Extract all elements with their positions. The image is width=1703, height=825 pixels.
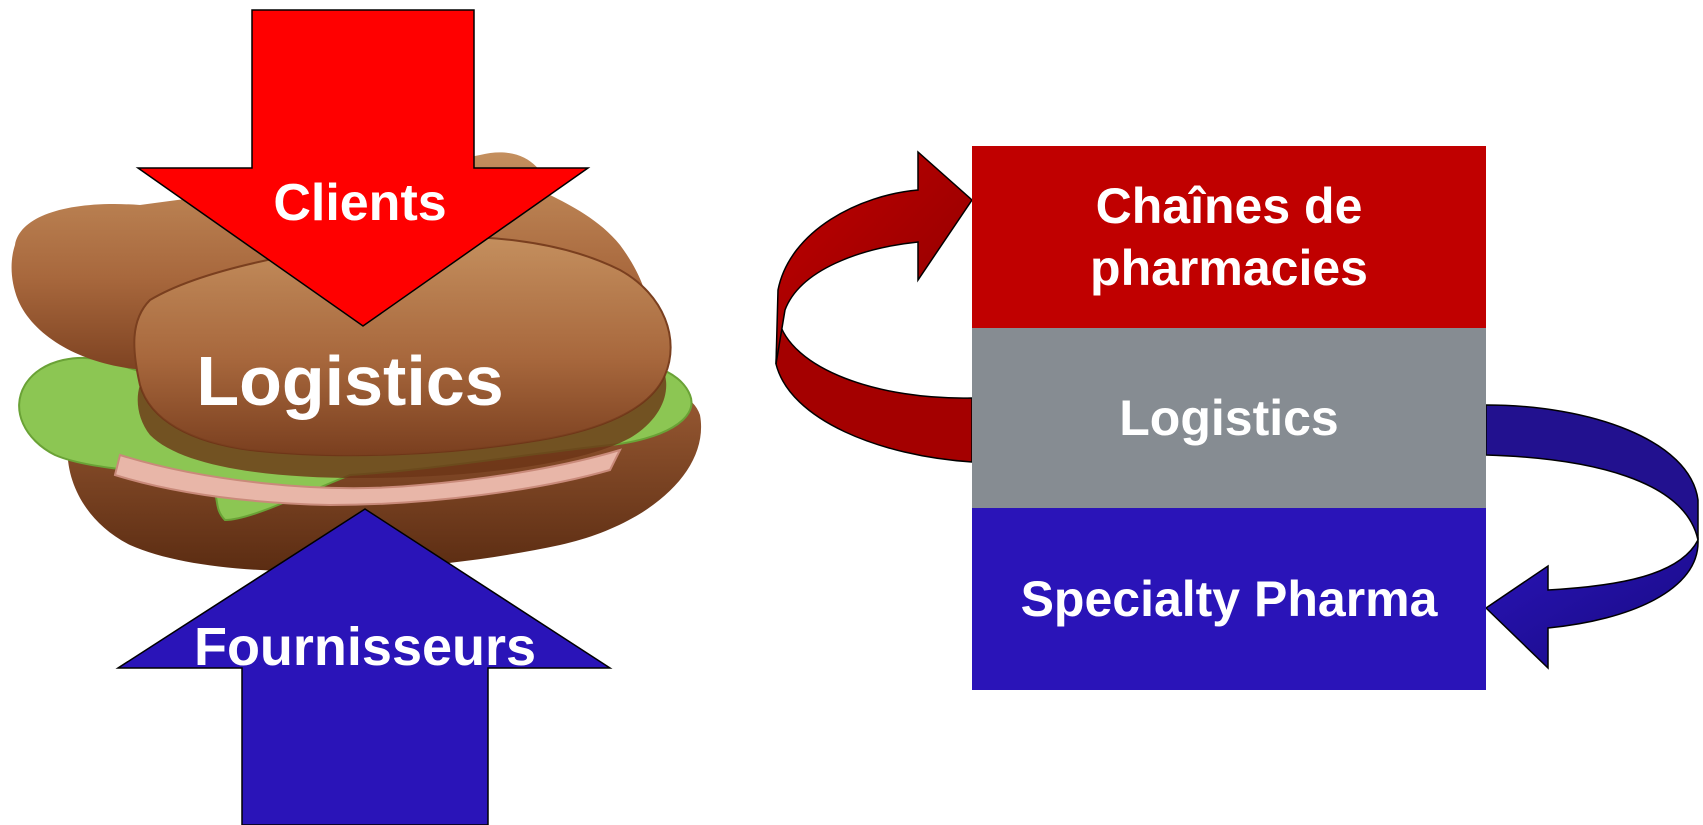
blue-loop-band — [1485, 404, 1699, 541]
curved-loop-arrow-red — [775, 150, 973, 463]
red-loop-top — [775, 150, 973, 365]
curved-loop-arrow-blue — [1484, 404, 1699, 670]
blue-loop-bottom — [1484, 537, 1699, 670]
pharmacy-chains-label-line1: Chaînes de — [1095, 178, 1363, 234]
specialty-pharma-label: Specialty Pharma — [1020, 571, 1438, 627]
clients-label: Clients — [273, 174, 447, 232]
sandwich-ham — [113, 448, 622, 507]
center-logistics-label: Logistics — [196, 342, 504, 420]
fournisseurs-label: Fournisseurs — [193, 617, 537, 677]
logistics-box: Logistics — [972, 328, 1486, 508]
sandwich-crust-shading — [137, 375, 667, 478]
logistics-box-label: Logistics — [1119, 390, 1339, 446]
pharmacy-chains-box: Chaînes de pharmacies — [972, 146, 1486, 328]
pharmacy-chains-label: Chaînes de pharmacies — [1090, 175, 1368, 299]
up-arrow — [115, 508, 613, 825]
red-loop-band — [775, 317, 973, 463]
pharmacy-chains-label-line2: pharmacies — [1090, 240, 1368, 296]
down-arrow — [135, 9, 591, 327]
specialty-pharma-box: Specialty Pharma — [972, 508, 1486, 690]
